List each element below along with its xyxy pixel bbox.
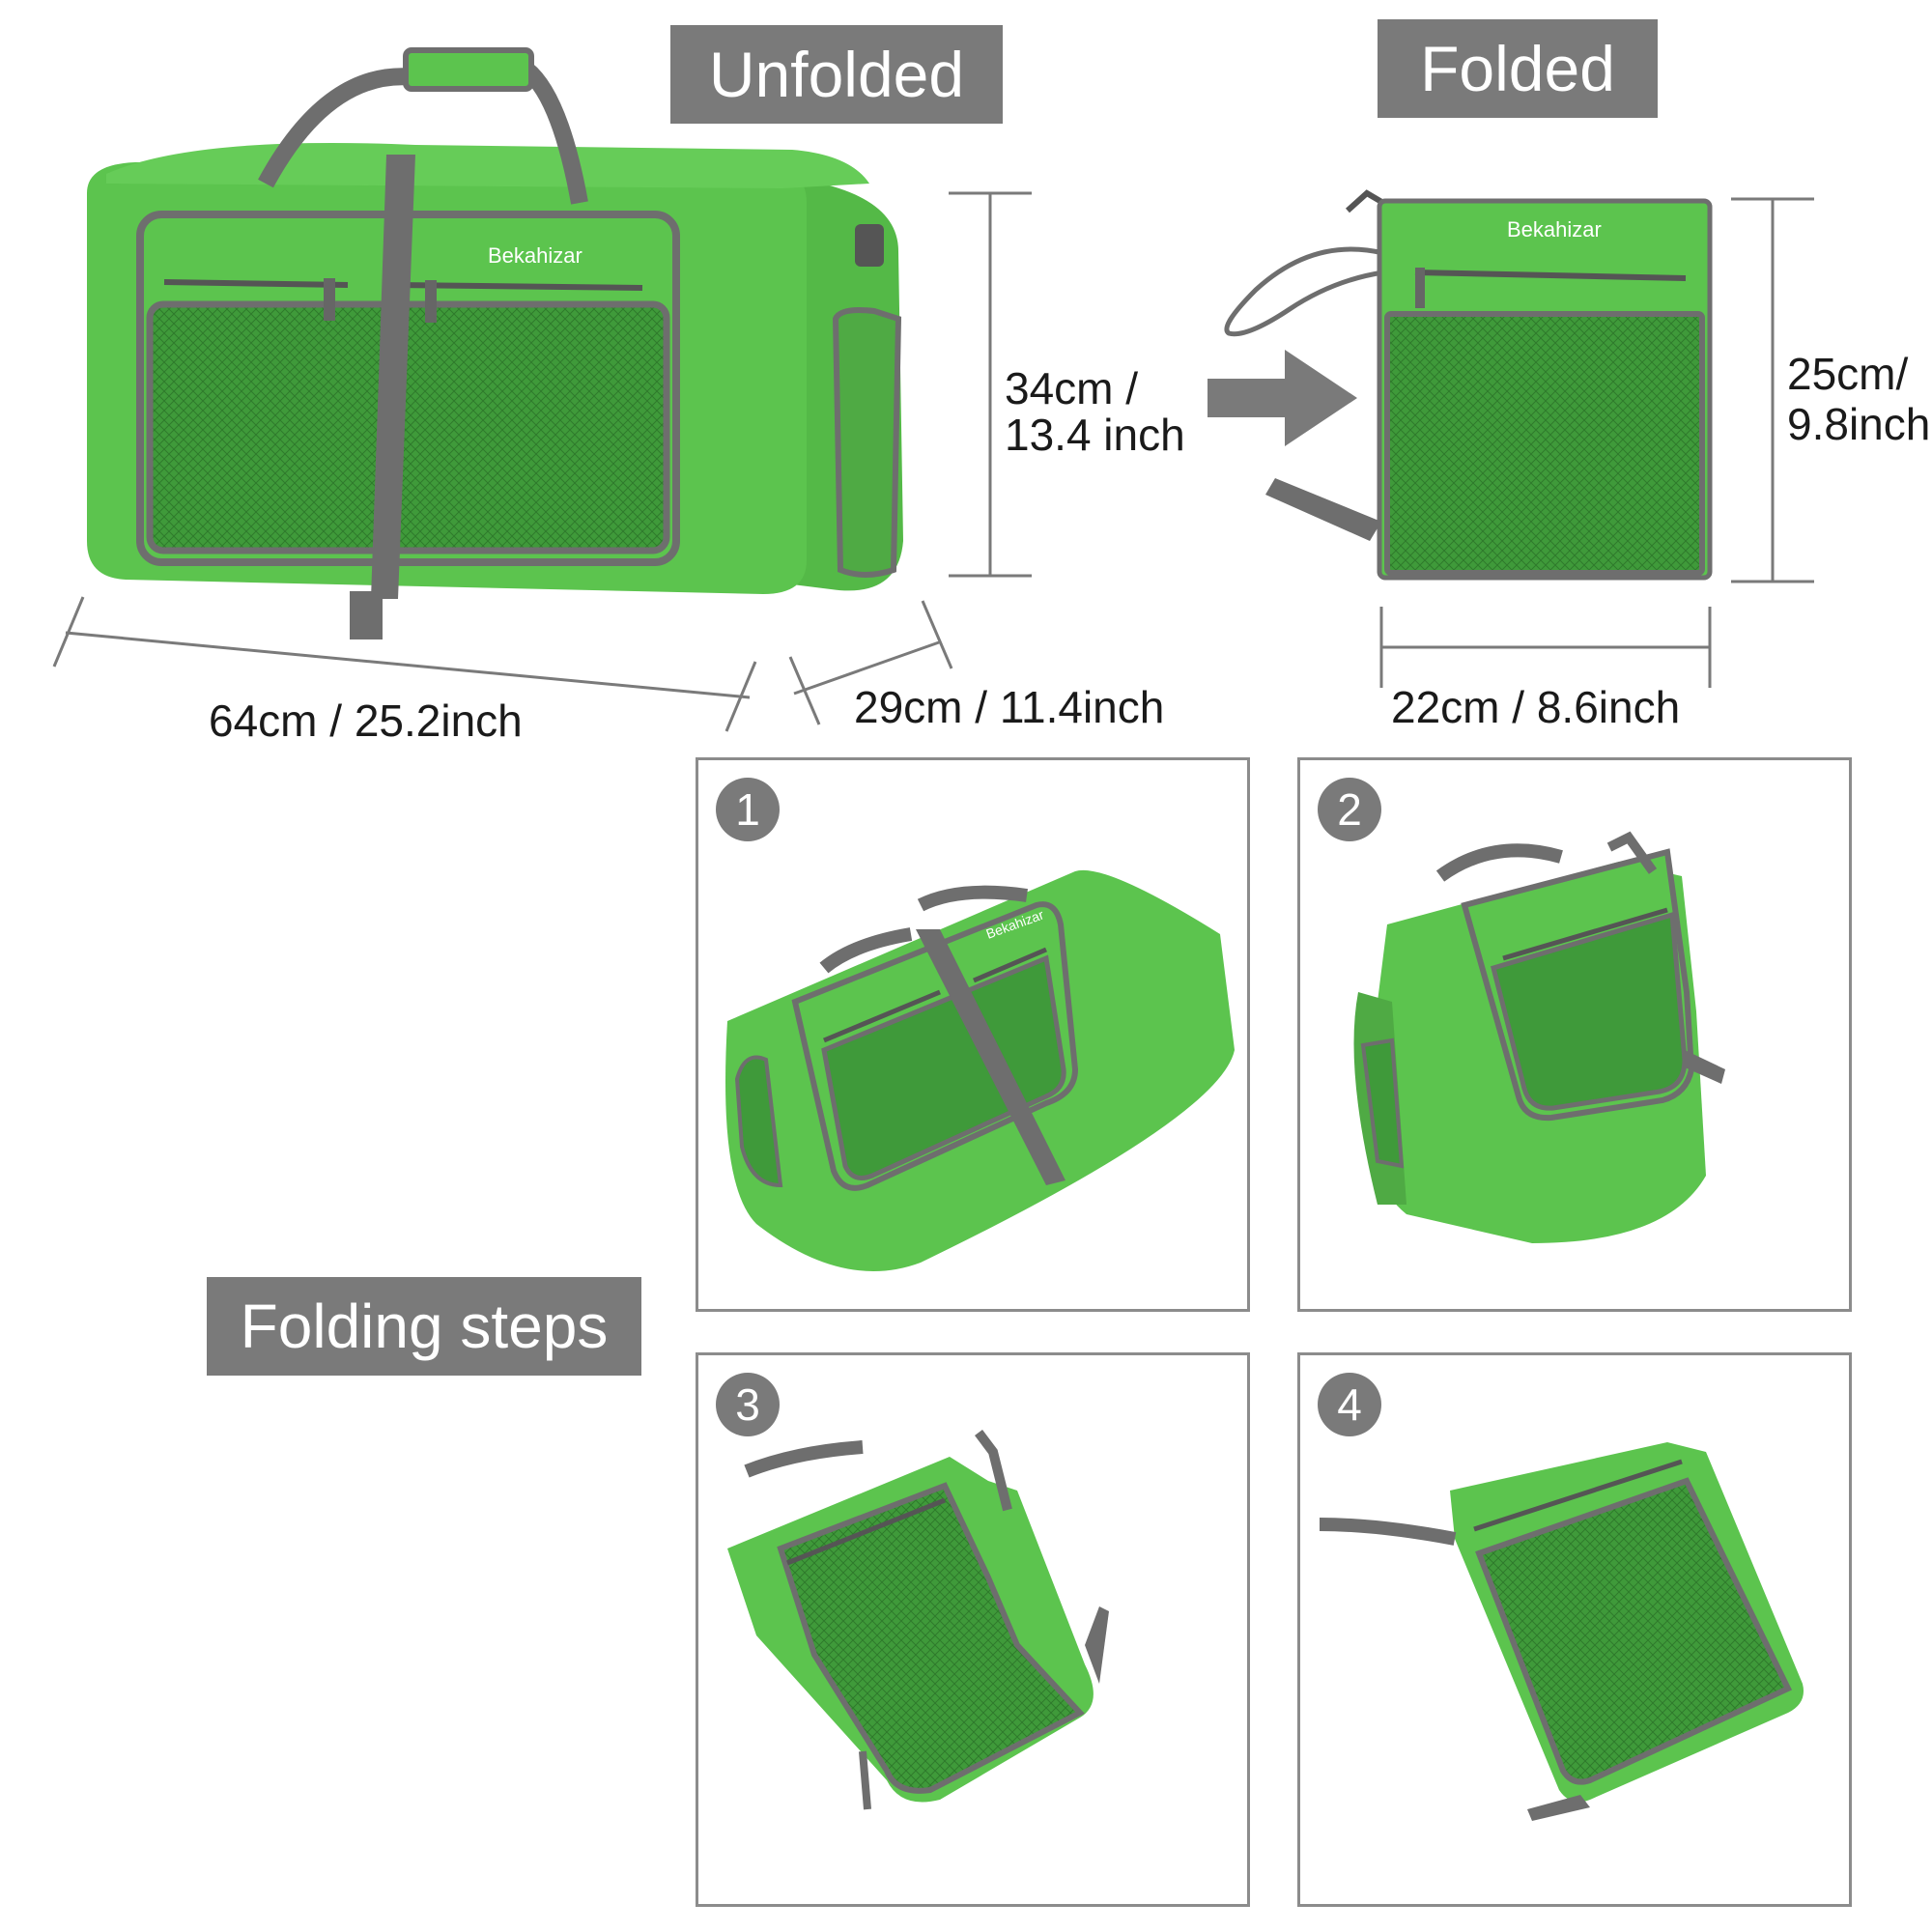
step-2-bag-image xyxy=(1353,831,1725,1243)
step-badge-2: 2 xyxy=(1318,778,1381,841)
folded-label: Folded xyxy=(1378,19,1658,118)
unfolded-height-line xyxy=(949,191,1032,578)
step-panel-2: 2 xyxy=(1297,757,1852,1312)
step-panel-3: 3 xyxy=(696,1352,1250,1907)
unfolded-length-line xyxy=(52,596,757,732)
unfolded-length-text: 64cm / 25.2inch xyxy=(209,696,523,746)
step-1-bag-image: Bekahizar xyxy=(725,869,1235,1271)
step-panel-4: Bekahizar 4 xyxy=(1297,1352,1852,1907)
step-4-pouch-image: Bekahizar xyxy=(1319,1431,1804,1821)
product-illustration: Bekahizar Bekahizar xyxy=(52,47,1814,732)
folding-steps-label: Folding steps xyxy=(207,1277,641,1376)
unfolded-bag-image: Bekahizar xyxy=(87,47,903,639)
unfolded-depth-text: 29cm / 11.4inch xyxy=(854,682,1165,732)
unfolded-height-text: 34cm / 13.4 inch xyxy=(1005,363,1185,461)
folded-brand-logo: Bekahizar xyxy=(1507,217,1602,242)
step-badge-3: 3 xyxy=(716,1373,780,1436)
step-badge-1: 1 xyxy=(716,778,780,841)
folded-height-line xyxy=(1731,197,1814,583)
arrow-right-icon xyxy=(1208,350,1357,446)
folded-width-text: 22cm / 8.6inch xyxy=(1391,682,1681,732)
folded-pouch-image: Bekahizar xyxy=(1224,189,1713,581)
step-panel-1: Bekahizar 1 xyxy=(696,757,1250,1312)
unfolded-depth-line xyxy=(788,600,953,725)
unfolded-brand-logo: Bekahizar xyxy=(488,243,582,268)
step-badge-4: 4 xyxy=(1318,1373,1381,1436)
step-3-bag-image xyxy=(727,1430,1109,1810)
folded-height-text: 25cm/ 9.8inch xyxy=(1787,349,1931,449)
unfolded-label: Unfolded xyxy=(670,25,1003,124)
folded-width-line xyxy=(1379,607,1712,688)
